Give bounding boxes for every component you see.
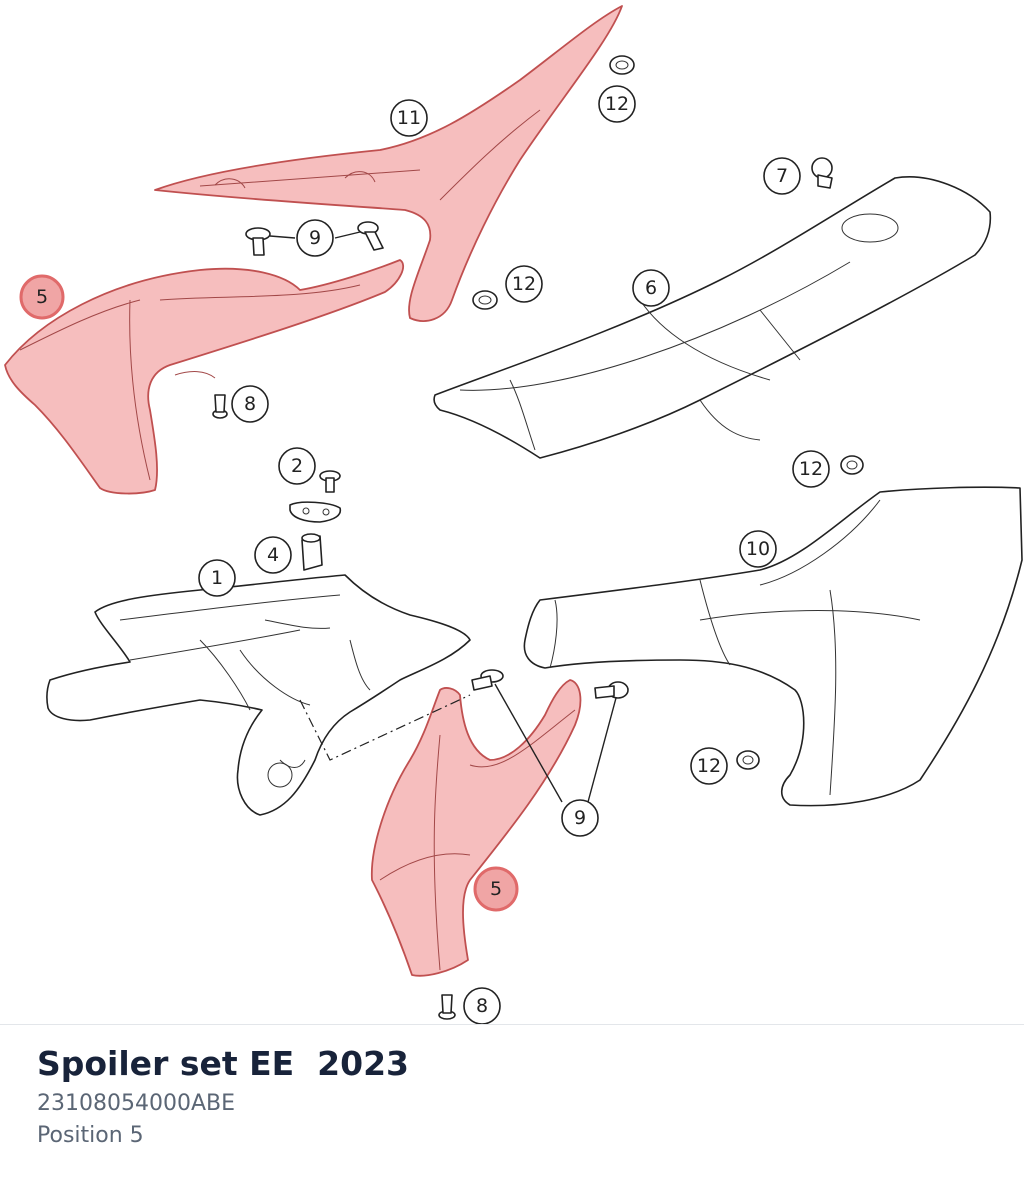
callout-8-upper[interactable]: 8	[231, 385, 269, 423]
svg-text:12: 12	[799, 458, 823, 480]
part-5-left-spoiler[interactable]	[4, 259, 405, 495]
callout-10[interactable]: 10	[739, 530, 777, 568]
part-7-clip[interactable]	[811, 157, 833, 189]
svg-text:5: 5	[490, 878, 502, 900]
callout-7[interactable]: 7	[763, 157, 801, 195]
part-11-frame-cover[interactable]	[154, 5, 623, 322]
part-caption: Spoiler set EE 2023 23108054000ABE Posit…	[37, 1040, 409, 1152]
part-9-screw-lower-right[interactable]	[594, 681, 629, 699]
part-8-screw-upper[interactable]	[212, 394, 228, 419]
svg-text:9: 9	[309, 227, 321, 249]
svg-text:4: 4	[267, 544, 279, 566]
callout-9-upper[interactable]: 9	[296, 219, 334, 257]
part-9-screw-right[interactable]	[357, 221, 384, 251]
svg-text:6: 6	[645, 277, 657, 299]
callout-5-left[interactable]: 5	[19, 274, 65, 320]
svg-text:8: 8	[244, 393, 256, 415]
callout-12-mid[interactable]: 12	[505, 265, 543, 303]
callout-12-lower[interactable]: 12	[690, 747, 728, 785]
svg-text:10: 10	[746, 538, 770, 560]
part-title: Spoiler set EE 2023	[37, 1044, 410, 1083]
part-12-grommet-lower[interactable]	[736, 750, 760, 770]
svg-text:12: 12	[512, 273, 536, 295]
callout-8-lower[interactable]: 8	[463, 987, 501, 1024]
svg-text:8: 8	[476, 995, 488, 1017]
callout-11[interactable]: 11	[390, 99, 428, 137]
part-number: 23108054000ABE	[37, 1091, 236, 1116]
exploded-parts-diagram: 1 2 4 5 5 6 7 8 8 9 9 10 11 12 12 12 12	[4, 5, 1023, 1024]
callout-1[interactable]: 1	[198, 559, 236, 597]
part-4-spacer[interactable]	[301, 533, 323, 571]
callout-5-right[interactable]: 5	[473, 866, 519, 912]
svg-text:12: 12	[605, 93, 629, 115]
callout-12-right[interactable]: 12	[792, 450, 830, 488]
callout-12-top[interactable]: 12	[598, 85, 636, 123]
svg-text:2: 2	[291, 455, 303, 477]
callout-9-lower[interactable]: 9	[561, 799, 599, 837]
svg-text:11: 11	[397, 107, 421, 129]
part-12-grommet-right[interactable]	[840, 455, 864, 475]
part-5-right-spoiler[interactable]	[370, 679, 582, 977]
part-12-grommet-top[interactable]	[609, 55, 635, 75]
svg-text:1: 1	[211, 567, 223, 589]
svg-text:7: 7	[776, 165, 788, 187]
callout-6[interactable]: 6	[632, 269, 670, 307]
callout-4[interactable]: 4	[254, 536, 292, 574]
part-2-plate[interactable]	[289, 501, 342, 523]
svg-text:9: 9	[574, 807, 586, 829]
part-position: Position 5	[37, 1123, 144, 1148]
part-9-screw-lower-left[interactable]	[471, 669, 504, 691]
part-2-screw[interactable]	[319, 470, 341, 493]
part-6-seat[interactable]	[433, 176, 992, 459]
part-9-screw-left[interactable]	[245, 227, 271, 256]
divider	[0, 1024, 1024, 1025]
svg-text:5: 5	[36, 286, 48, 308]
part-1-subframe[interactable]	[46, 574, 471, 816]
svg-text:12: 12	[697, 755, 721, 777]
callout-2[interactable]: 2	[278, 447, 316, 485]
part-12-grommet-mid[interactable]	[472, 290, 498, 310]
part-8-screw-lower[interactable]	[438, 994, 456, 1020]
part-10-side-panel[interactable]	[523, 486, 1023, 807]
leader-lines	[269, 231, 617, 803]
